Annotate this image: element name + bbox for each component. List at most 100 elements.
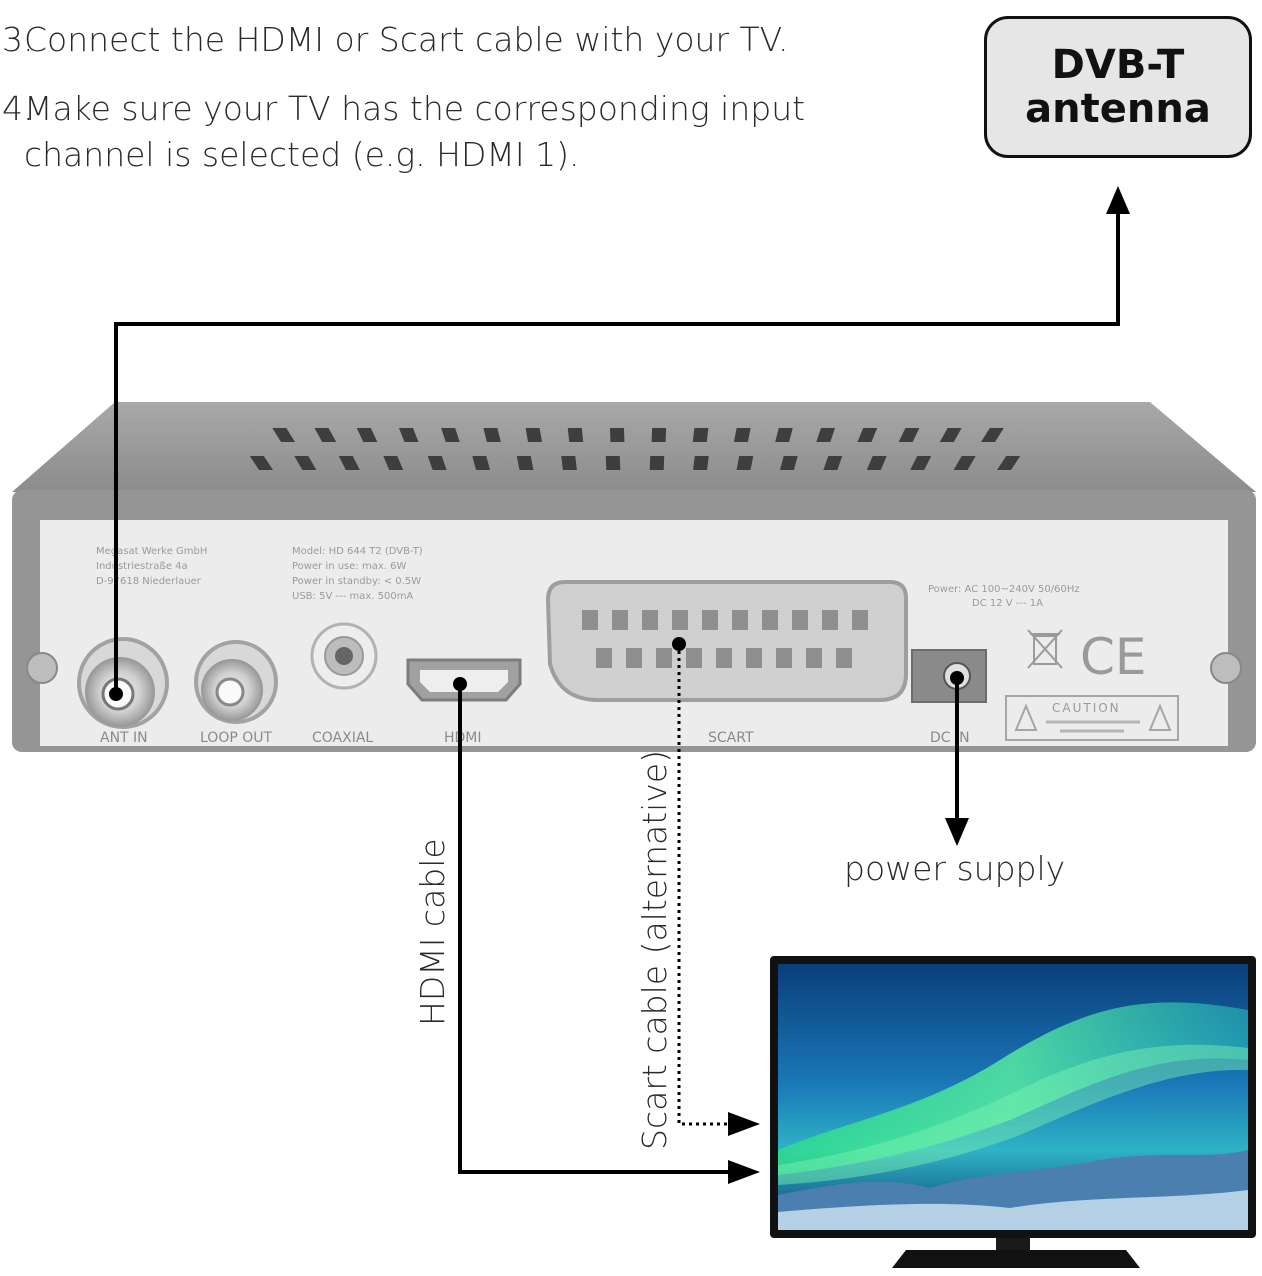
vent-slot — [953, 456, 976, 470]
scart-pin — [686, 648, 702, 668]
instruction-3-text: Connect the HDMI or Scart cable with you… — [24, 20, 789, 59]
scart-pin — [642, 610, 658, 630]
antenna-cable-line — [114, 212, 1120, 694]
vent-slot — [338, 456, 360, 470]
manufacturer-line-2: Industriestraße 4a — [96, 561, 188, 572]
vent-slot — [567, 428, 584, 442]
screw-left-icon — [26, 652, 58, 684]
port-label-coaxial: COAXIAL — [312, 730, 373, 746]
instruction-4-number: 4. — [2, 89, 34, 128]
caution-label: CAUTION — [1005, 695, 1179, 741]
scart-pin — [612, 610, 628, 630]
tv-snow — [778, 1190, 1248, 1230]
vent-slot — [605, 456, 621, 470]
vent-slot — [651, 428, 667, 442]
vent-slot — [910, 456, 932, 470]
television — [770, 956, 1256, 1268]
tv-stand-base — [892, 1250, 1140, 1268]
tv-aurora — [778, 1002, 1248, 1175]
manufacturer-line-3: D-97618 Niederlauer — [96, 576, 202, 587]
scart-pin — [732, 610, 748, 630]
tv-aurora-glow — [778, 1044, 1248, 1185]
instruction-3: 3.Connect the HDMI or Scart cable with y… — [2, 17, 789, 63]
scart-cable-line — [677, 644, 728, 1126]
vent-slot — [997, 456, 1021, 470]
instruction-4-text-line2: channel is selected (e.g. HDMI 1). — [24, 135, 580, 174]
cable-lines — [114, 212, 1120, 1174]
scart-pin — [702, 610, 718, 630]
scart-port — [545, 580, 908, 702]
power-supply-label: power supply — [844, 849, 1065, 888]
vent-slot — [272, 428, 295, 442]
vent-slot — [472, 456, 491, 470]
model-line-1: Model: HD 644 T2 (DVB-T) — [292, 546, 423, 557]
scart-pin — [822, 610, 838, 630]
dc-in-connector-dot — [950, 671, 964, 685]
vent-slot — [779, 456, 798, 470]
vent-slot — [356, 428, 378, 442]
vent-slot — [857, 428, 878, 442]
scart-cable-label: Scart cable (alternative) — [635, 750, 674, 1150]
ant-in-port — [77, 637, 169, 729]
vent-slot — [427, 456, 447, 470]
ce-mark: CE — [1080, 628, 1147, 686]
vent-slot — [736, 456, 754, 470]
vent-slot — [898, 428, 920, 442]
hdmi-arrowhead-icon — [728, 1160, 760, 1184]
scart-pin — [582, 610, 598, 630]
vent-slot — [561, 456, 577, 470]
hdmi-cable-line — [458, 684, 730, 1174]
power-spec-line-2: DC 12 V --- 1A — [972, 598, 1043, 609]
vent-slot — [775, 428, 793, 442]
vent-slot — [816, 428, 836, 442]
scart-pin — [672, 610, 688, 630]
vent-slot — [733, 428, 751, 442]
vent-slot — [981, 428, 1004, 442]
manufacturer-line-1: Megasat Werke GmbH — [96, 546, 207, 557]
model-line-4: USB: 5V --- max. 500mA — [292, 591, 413, 602]
loop-out-port — [194, 640, 278, 724]
antenna-label-line2: antenna — [1025, 86, 1211, 132]
scart-pin — [792, 610, 808, 630]
vent-slot — [693, 456, 709, 470]
vent-slot — [609, 428, 625, 442]
vent-slot — [314, 428, 337, 442]
antenna-label-line1: DVB-T — [1051, 42, 1185, 88]
vent-slot — [483, 428, 501, 442]
scart-pin — [806, 648, 822, 668]
scart-pin — [596, 648, 612, 668]
receiver: Megasat Werke GmbH Industriestraße 4a D-… — [12, 402, 1256, 752]
scart-pin — [716, 648, 732, 668]
port-label-ant-in: ANT IN — [100, 730, 148, 746]
vent-slot — [294, 456, 317, 470]
vent-slots — [249, 428, 1021, 470]
weee-bin-icon — [1027, 629, 1063, 669]
instruction-3-number: 3. — [2, 20, 34, 59]
receiver-top-cover — [12, 402, 1256, 492]
tv-stand-neck — [996, 1238, 1030, 1252]
scart-pin — [656, 648, 672, 668]
port-label-dc-in: DC IN — [930, 730, 970, 746]
scart-connector-dot — [672, 637, 686, 651]
vent-slot — [383, 456, 404, 470]
vent-slot — [866, 456, 887, 470]
vent-slot — [525, 428, 543, 442]
vent-slot — [516, 456, 534, 470]
scart-pin — [762, 610, 778, 630]
instruction-4: 4.Make sure your TV has the correspondin… — [2, 86, 806, 178]
antenna-arrowhead-icon — [1106, 186, 1130, 214]
hdmi-connector-dot — [453, 677, 467, 691]
scart-pin — [852, 610, 868, 630]
vent-slot — [823, 456, 843, 470]
coaxial-port — [310, 622, 378, 690]
port-label-loop-out: LOOP OUT — [200, 730, 272, 746]
scart-pin — [836, 648, 852, 668]
port-label-scart: SCART — [708, 730, 754, 746]
power-spec-line-1: Power: AC 100~240V 50/60Hz — [928, 584, 1080, 595]
model-line-3: Power in standby: < 0.5W — [292, 576, 421, 587]
power-arrowhead-icon — [945, 818, 969, 846]
instruction-4-text-line1: Make sure your TV has the corresponding … — [24, 89, 806, 128]
screw-right-icon — [1210, 652, 1242, 684]
vent-slot — [649, 456, 665, 470]
